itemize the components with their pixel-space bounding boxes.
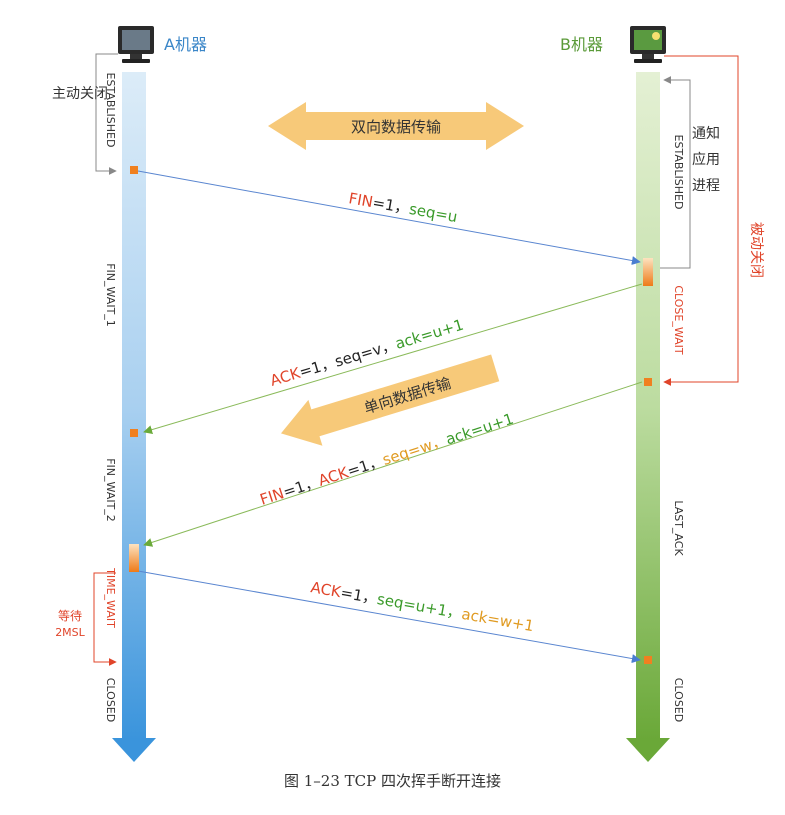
b-state-established: ESTABLISHED (672, 135, 685, 210)
passive-close-label: 被动关闭 (748, 222, 764, 278)
passive-close-bracket (663, 55, 739, 386)
a-state-fin-wait-1: FIN_WAIT_1 (104, 263, 117, 327)
message-2-label: ACK=1，seq=v，ack=u+1 (268, 316, 466, 390)
a-state-fin-wait-2: FIN_WAIT_2 (104, 458, 117, 522)
a-state-closed: CLOSED (104, 678, 117, 722)
message-1-label: FIN=1，seq=u (347, 189, 459, 226)
machine-a-label: A机器 (164, 35, 207, 54)
b-timeline (626, 72, 670, 762)
wait-2msl-label-2: 2MSL (55, 626, 85, 639)
marker-b-2 (644, 378, 652, 386)
notify-app-label-2: 应用 (692, 151, 720, 168)
marker-a-3 (129, 544, 139, 572)
a-state-time-wait: TIME_WAIT (104, 567, 117, 628)
computer-a-icon (118, 26, 154, 63)
active-close-bracket (95, 53, 118, 175)
notify-app-label-1: 通知 (692, 125, 720, 142)
marker-a-2 (130, 429, 138, 437)
message-3-arrow (143, 381, 643, 547)
marker-b-1 (643, 258, 653, 286)
b-state-closed: CLOSED (672, 678, 685, 722)
marker-a-1 (130, 166, 138, 174)
marker-b-3 (644, 656, 652, 664)
notify-app-label-3: 进程 (692, 178, 720, 194)
machine-b-label: B机器 (560, 35, 603, 54)
message-4-arrow (137, 570, 641, 664)
active-close-label-1: 主动关闭 (52, 86, 108, 102)
b-state-close-wait: CLOSE_WAIT (672, 285, 685, 355)
figure-caption: 图 1–23 TCP 四次挥手断开连接 (283, 772, 501, 790)
wait-2msl-label-1: 等待 (58, 609, 82, 623)
message-1-arrow (137, 170, 641, 265)
b-state-last-ack: LAST_ACK (672, 500, 685, 556)
computer-b-icon (630, 26, 666, 63)
message-4-label: ACK=1，seq=u+1，ack=w+1 (309, 578, 535, 635)
a-state-established: ESTABLISHED (104, 73, 117, 148)
a-timeline (112, 72, 156, 762)
message-2-arrow (143, 283, 643, 435)
bidirectional-label: 双向数据传输 (351, 118, 441, 136)
bidirectional-transfer-banner: 双向数据传输 (268, 102, 524, 150)
time-wait-bracket (93, 572, 117, 666)
notify-app-bracket (660, 76, 691, 269)
